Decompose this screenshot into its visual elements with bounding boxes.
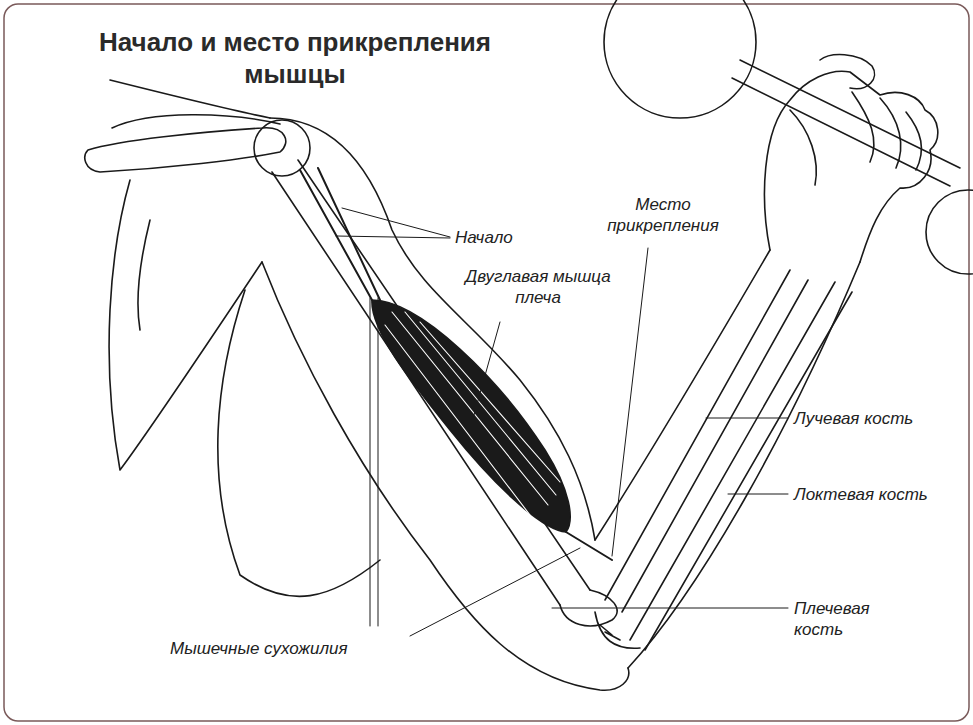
arm-outline: [110, 80, 860, 690]
shoulder-bones: [85, 115, 310, 470]
leader-lines: [336, 208, 788, 636]
part-label: Двуглавая мышца плеча: [448, 266, 628, 308]
part-label: Мышечные сухожилия: [170, 638, 348, 659]
part-label: Место прикрепления: [588, 194, 738, 236]
forearm-bones: [595, 270, 852, 650]
fist: [765, 55, 938, 262]
biceps-muscle: [300, 168, 612, 560]
part-label: Лучевая кость: [794, 408, 913, 429]
diagram-title: Начало и место прикрепления мышцы: [60, 26, 530, 90]
part-label: Плечевая кость: [794, 598, 904, 640]
frame: [4, 4, 969, 721]
part-label: Начало: [455, 227, 513, 248]
part-label: Локтевая кость: [794, 484, 928, 505]
